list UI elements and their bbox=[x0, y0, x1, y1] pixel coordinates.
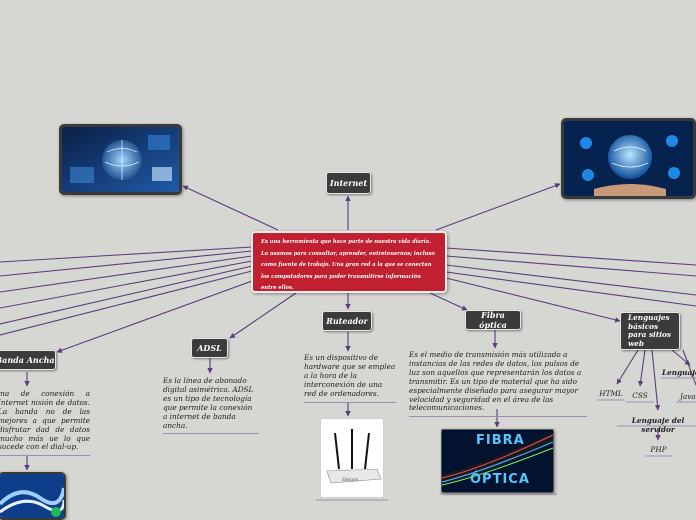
fibra-word-2: ÓPTICA bbox=[470, 472, 530, 487]
banda-ancha-description: ma de conexión a Internet nisión de dato… bbox=[0, 389, 90, 457]
adsl-description: Es la línea de abonado digital asimétric… bbox=[163, 376, 259, 435]
node-lenguajes[interactable]: Lenguajes básicos para sitios web bbox=[620, 312, 680, 350]
node-internet[interactable]: Internet bbox=[326, 172, 371, 194]
network-hand-image bbox=[561, 118, 696, 199]
node-banda-ancha[interactable]: Banda Ancha bbox=[0, 350, 56, 370]
lang-php: PHP bbox=[650, 445, 667, 454]
central-node[interactable]: Es una herramienta que hace parte de nue… bbox=[251, 231, 447, 293]
router-image: Sitecom bbox=[320, 418, 384, 498]
internet-globe-image bbox=[59, 124, 182, 195]
cables-image bbox=[0, 472, 66, 520]
node-fibra-optica[interactable]: Fibra óptica bbox=[465, 310, 521, 330]
fibra-word-1: FIBRA bbox=[476, 433, 525, 448]
lang-right-header: Lenguaje bbox=[662, 368, 696, 377]
lang-servidor: Lenguaje del servidor bbox=[631, 416, 685, 434]
ruteador-description: Es un dispositivo de hardware que se emp… bbox=[304, 353, 396, 403]
fibra-optica-description: Es el medio de transmisión más utilizado… bbox=[409, 350, 587, 418]
lang-css: CSS bbox=[632, 391, 648, 400]
node-adsl[interactable]: ADSL bbox=[191, 338, 228, 358]
fibra-optica-image: FIBRA ÓPTICA bbox=[441, 429, 554, 493]
router-brand-label: Sitecom bbox=[342, 477, 359, 482]
lang-java: Java bbox=[680, 392, 696, 401]
node-ruteador[interactable]: Ruteador bbox=[322, 311, 372, 331]
lang-html: HTML bbox=[599, 389, 623, 398]
